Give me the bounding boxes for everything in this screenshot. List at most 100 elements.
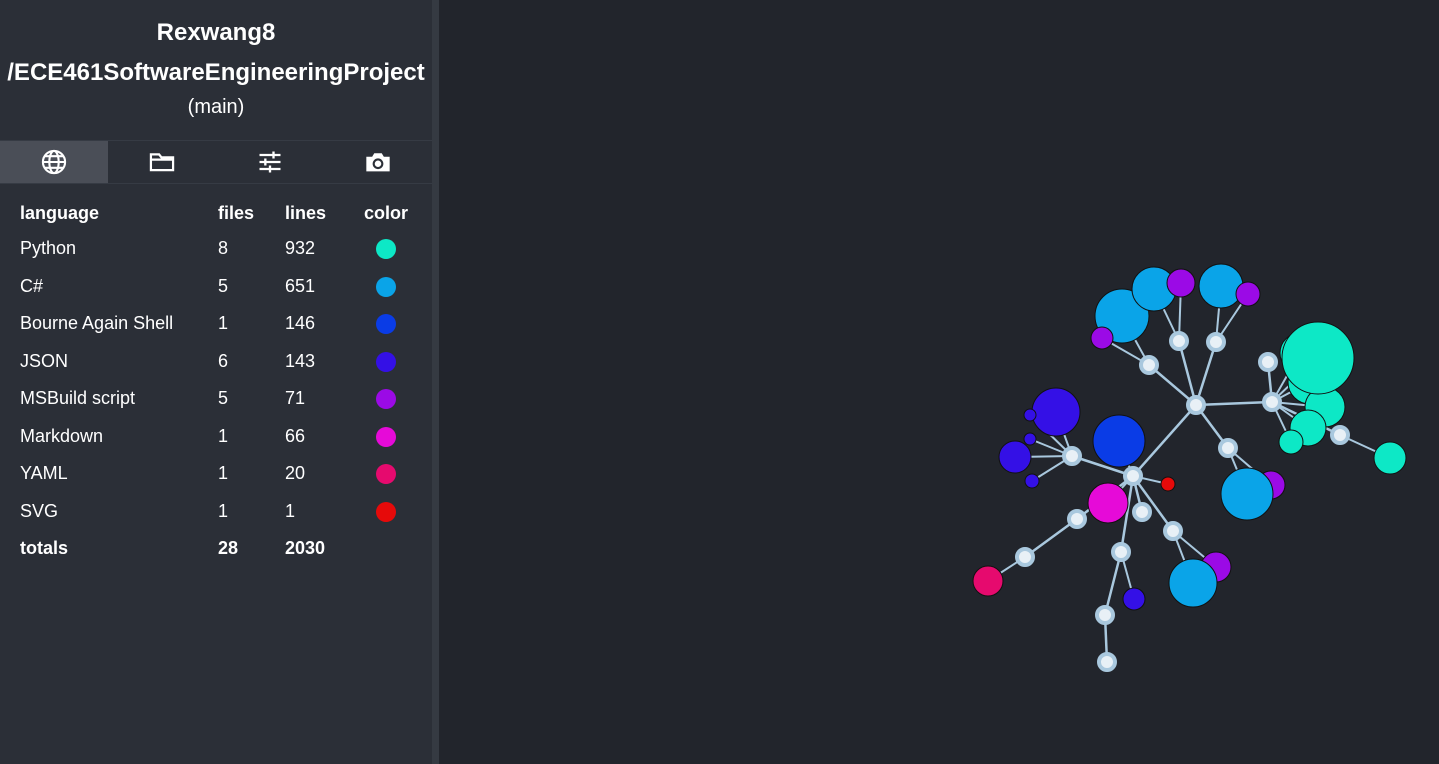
color-swatch: [376, 389, 396, 410]
cell-color: [356, 380, 416, 418]
table-row: MSBuild script 5 71: [12, 380, 416, 418]
directory-node[interactable]: [1258, 352, 1278, 372]
cell-color: [356, 230, 416, 268]
globe-icon: [41, 149, 67, 175]
file-node[interactable]: [1166, 268, 1196, 298]
file-node[interactable]: [1092, 414, 1146, 468]
table-row: Markdown 1 66: [12, 418, 416, 456]
file-node[interactable]: [1087, 482, 1129, 524]
file-node[interactable]: [1023, 432, 1037, 446]
color-swatch: [376, 464, 396, 485]
directory-node[interactable]: [1163, 521, 1183, 541]
cell-language: Bourne Again Shell: [20, 313, 174, 334]
graph-edge: [1177, 340, 1198, 406]
graph-edge: [1195, 400, 1273, 407]
cell-color: [356, 455, 416, 493]
file-node[interactable]: [1220, 467, 1274, 521]
totals-color: [356, 530, 416, 568]
cell-language: C#: [20, 275, 44, 296]
graph-edge: [1119, 475, 1135, 553]
color-swatch: [376, 501, 396, 522]
color-swatch: [376, 276, 396, 297]
cell-color: [356, 493, 416, 531]
cell-language: YAML: [20, 463, 68, 484]
sidebar: Rexwang8 /ECE461SoftwareEngineeringProje…: [0, 0, 432, 764]
cell-language: JSON: [20, 350, 69, 371]
file-graph[interactable]: [439, 0, 1439, 764]
cell-files: 6: [218, 350, 229, 371]
header-files: files: [218, 202, 255, 223]
file-node[interactable]: [1160, 476, 1176, 492]
header-lines: lines: [285, 202, 327, 223]
graph-edge: [1148, 364, 1197, 406]
file-node[interactable]: [998, 440, 1032, 474]
directory-node[interactable]: [1169, 331, 1189, 351]
cell-lines: 20: [285, 463, 306, 484]
directory-node[interactable]: [1262, 392, 1282, 412]
graph-edge: [1132, 404, 1197, 477]
cell-files: 1: [218, 463, 229, 484]
repo-owner: Rexwang8: [156, 19, 276, 46]
directory-node[interactable]: [1123, 466, 1143, 486]
totals-row: totals 28 2030: [12, 530, 416, 568]
file-node[interactable]: [1090, 326, 1114, 350]
directory-node[interactable]: [1132, 502, 1152, 522]
cell-language: Markdown: [20, 425, 104, 446]
directory-node[interactable]: [1067, 509, 1087, 529]
language-table: language files lines color Python 8 932 …: [12, 196, 416, 568]
tab-screenshot[interactable]: [324, 141, 432, 183]
graph-canvas[interactable]: [439, 0, 1439, 764]
file-node[interactable]: [972, 565, 1004, 597]
file-node[interactable]: [1281, 321, 1355, 395]
cell-language: SVG: [20, 500, 59, 521]
table-row: Bourne Again Shell 1 146: [12, 305, 416, 343]
tab-files[interactable]: [108, 141, 216, 183]
cell-lines: 651: [285, 275, 316, 296]
directory-node[interactable]: [1015, 547, 1035, 567]
directory-node[interactable]: [1062, 446, 1082, 466]
cell-files: 5: [218, 275, 229, 296]
resize-handle[interactable]: [432, 0, 439, 764]
folder-icon: [149, 153, 175, 172]
file-node[interactable]: [1198, 263, 1244, 309]
file-node[interactable]: [1023, 408, 1037, 422]
table-row: JSON 6 143: [12, 343, 416, 381]
header-language: language: [20, 202, 100, 223]
directory-node[interactable]: [1111, 542, 1131, 562]
directory-node[interactable]: [1206, 332, 1226, 352]
cell-color: [356, 305, 416, 343]
cell-lines: 143: [285, 350, 316, 371]
directory-node[interactable]: [1218, 438, 1238, 458]
file-node[interactable]: [1024, 473, 1040, 489]
cell-lines: 66: [285, 425, 306, 446]
file-node[interactable]: [1278, 429, 1304, 455]
cell-lines: 932: [285, 238, 316, 259]
branch-name: (main): [187, 96, 245, 118]
cell-color: [356, 268, 416, 306]
directory-node[interactable]: [1139, 355, 1159, 375]
color-swatch: [376, 239, 396, 260]
file-node[interactable]: [1235, 281, 1261, 307]
cell-files: 1: [218, 425, 229, 446]
cell-files: 1: [218, 500, 229, 521]
cell-files: 5: [218, 388, 229, 409]
cell-lines: 71: [285, 388, 306, 409]
repo-header: Rexwang8 /ECE461SoftwareEngineeringProje…: [0, 0, 432, 122]
table-row: SVG 1 1: [12, 493, 416, 531]
tab-languages[interactable]: [0, 141, 108, 183]
directory-node[interactable]: [1186, 395, 1206, 415]
cell-files: 1: [218, 313, 229, 334]
file-node[interactable]: [1373, 441, 1407, 475]
directory-node[interactable]: [1095, 605, 1115, 625]
directory-node[interactable]: [1330, 425, 1350, 445]
graph-edge: [1071, 454, 1134, 478]
directory-node[interactable]: [1097, 652, 1117, 672]
graph-edge: [1103, 551, 1123, 616]
file-node[interactable]: [1122, 587, 1146, 611]
tab-settings[interactable]: [216, 141, 324, 183]
file-node[interactable]: [1031, 387, 1081, 437]
cell-color: [356, 418, 416, 456]
file-node[interactable]: [1168, 558, 1218, 608]
table-header-row: language files lines color: [12, 196, 416, 230]
table-row: C# 5 651: [12, 268, 416, 306]
